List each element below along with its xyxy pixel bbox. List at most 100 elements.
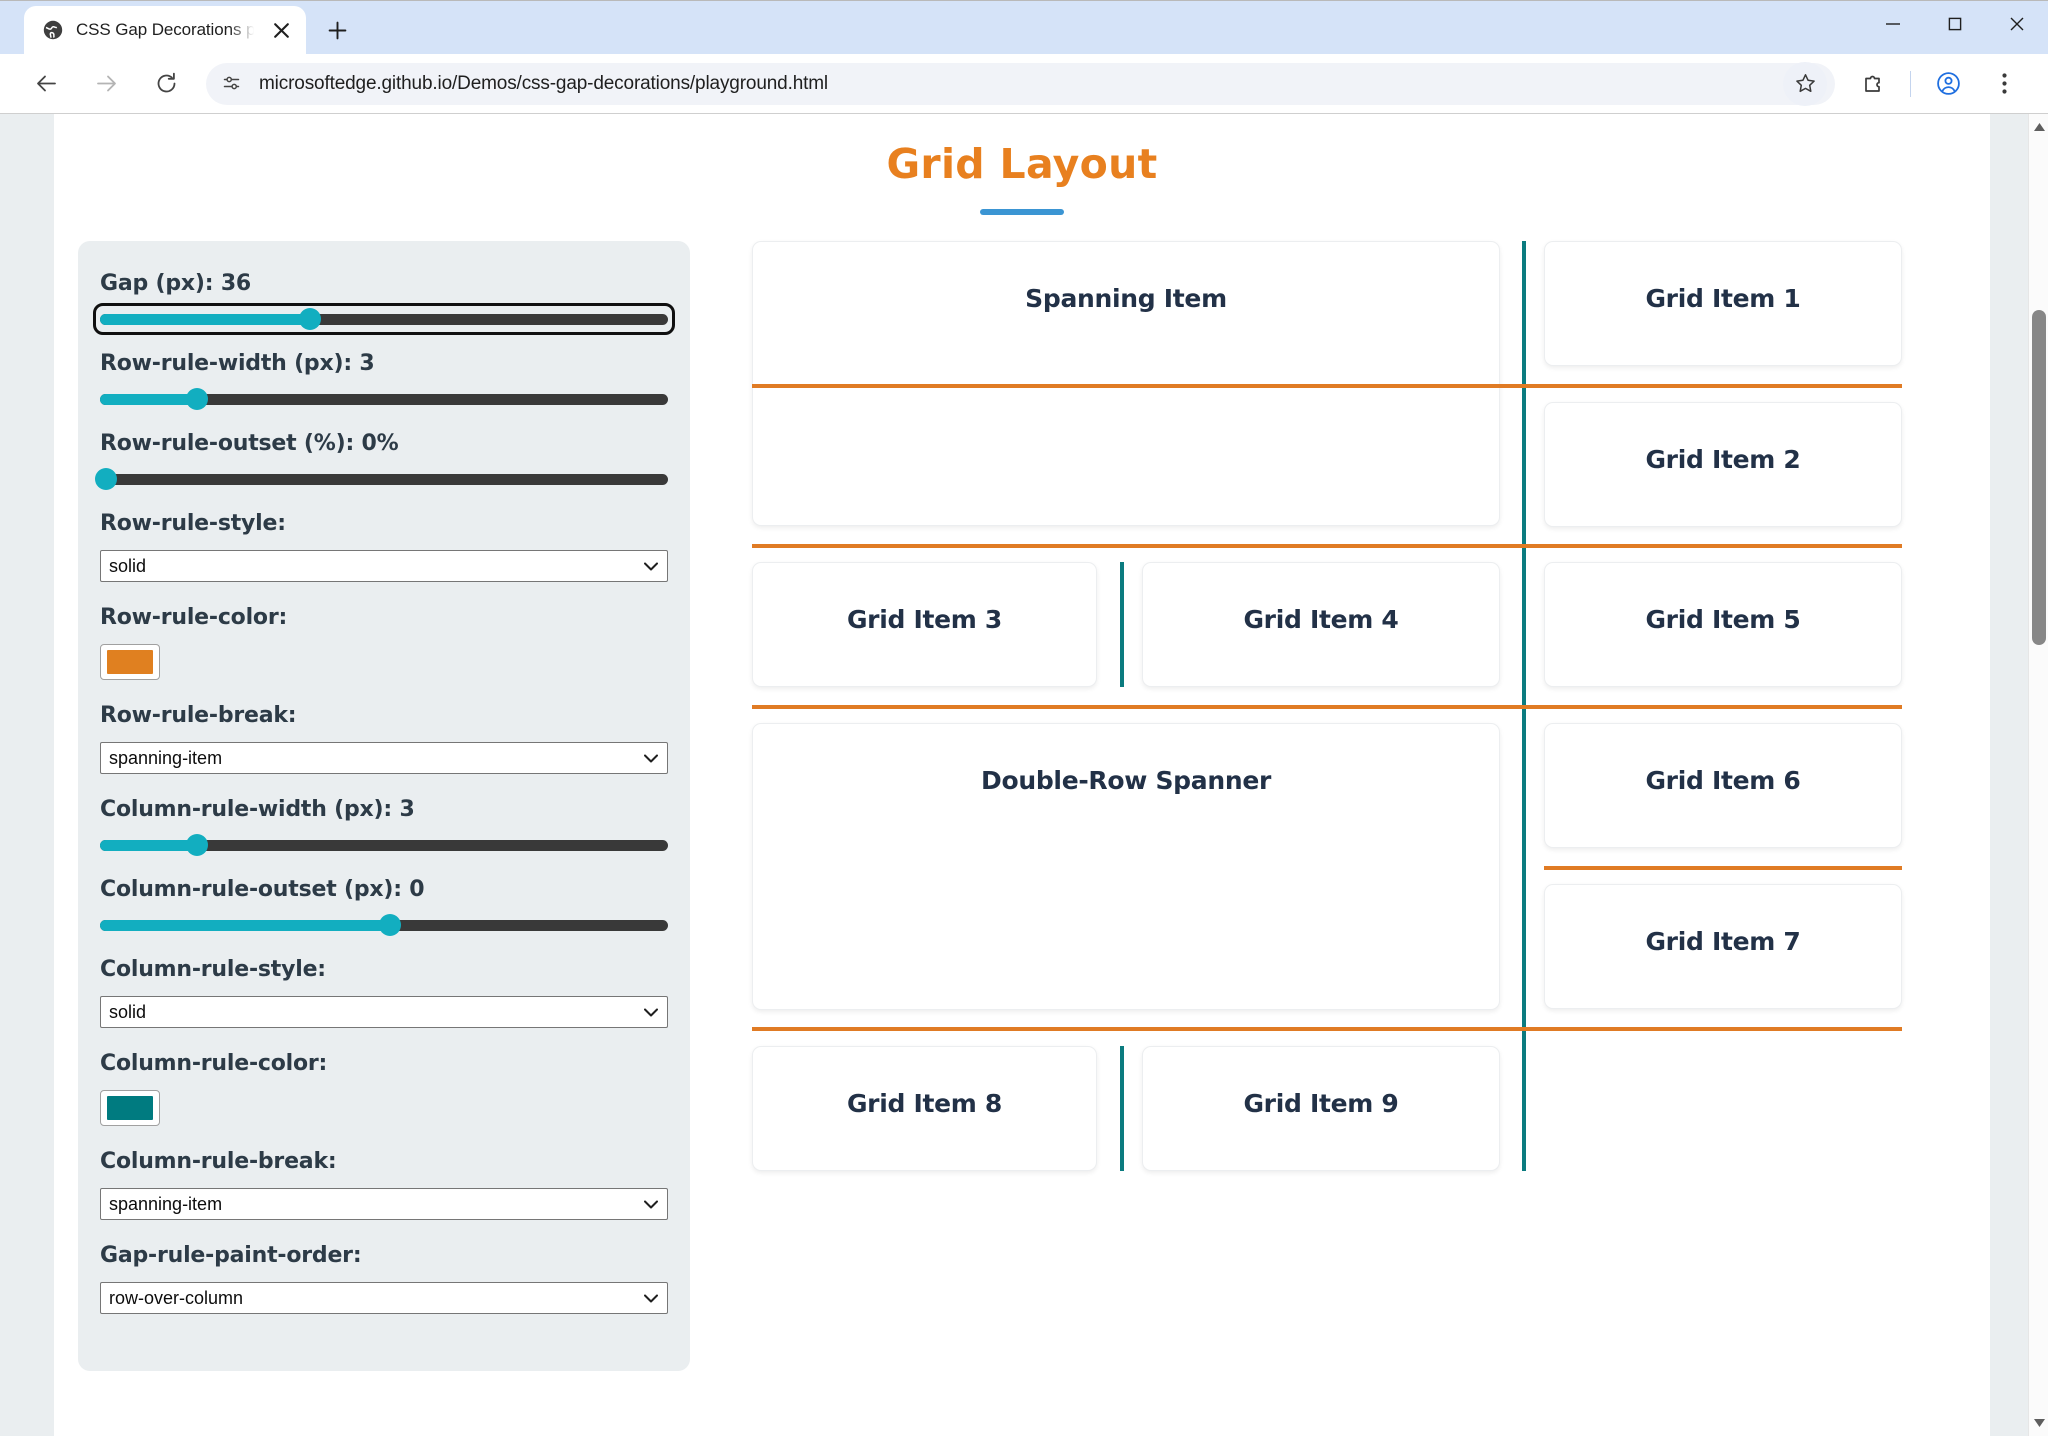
column-rule-style-select-value: solid: [109, 1001, 147, 1022]
star-icon[interactable]: [1783, 61, 1827, 106]
forward-arrow-icon[interactable]: [83, 61, 129, 107]
row-rule: [752, 384, 1902, 388]
browser-tab[interactable]: CSS Gap Decorations playgroun: [24, 6, 306, 54]
row-rule-color-swatch[interactable]: [100, 644, 160, 680]
grid-item-label: Grid Item 1: [1645, 284, 1801, 313]
profile-avatar-icon[interactable]: [1925, 61, 1971, 107]
grid-item-label: Double-Row Spanner: [981, 766, 1271, 795]
gap-rule-paint-order-select-group: Gap-rule-paint-order: row-over-column: [100, 1243, 668, 1314]
row-rule-width-slider-group: Row-rule-width (px): 3: [100, 351, 668, 410]
slider-track: [100, 473, 668, 485]
window-top-border: [0, 0, 2048, 1]
row-rule-break-select-label: Row-rule-break:: [100, 703, 297, 728]
column-rule-width-slider-group: Column-rule-width (px): 3: [100, 797, 668, 856]
column-rule-outset-slider-group: Column-rule-outset (px): 0: [100, 877, 668, 936]
column-rule-outset-slider[interactable]: [100, 914, 668, 936]
browser-toolbar: microsoftedge.github.io/Demos/css-gap-de…: [0, 54, 2048, 113]
column-rule-width-slider[interactable]: [100, 834, 668, 856]
slider-thumb[interactable]: [299, 308, 322, 330]
slider-track: [100, 313, 668, 325]
slider-fill: [100, 393, 197, 405]
web-page: Grid Layout Gap (px): 36 Row-rule-width (…: [54, 114, 1990, 1436]
slider-thumb[interactable]: [378, 914, 401, 936]
window-controls: [1862, 1, 2048, 47]
grid-item-label: Spanning Item: [1025, 284, 1227, 313]
column-rule-color-swatch-group: Column-rule-color:: [100, 1051, 668, 1126]
row-rule-outset-slider-label: Row-rule-outset (%): 0%: [100, 431, 399, 456]
grid-demo-area: Spanning Item Grid Item 1 Grid Item 2 Grid …: [752, 241, 1960, 1371]
page-left-margin: [0, 114, 54, 1436]
row-rule: [752, 705, 1902, 709]
extensions-puzzle-icon[interactable]: [1850, 61, 1896, 107]
window-close-button[interactable]: [1986, 1, 2048, 47]
maximize-button[interactable]: [1924, 1, 1986, 47]
row-rule-outset-slider[interactable]: [94, 468, 668, 490]
row-rule-break-select[interactable]: spanning-item: [100, 742, 668, 774]
page-right-margin: [1990, 114, 2028, 1436]
grid-item: Grid Item 6: [1544, 723, 1902, 848]
row-rule-outset-slider-group: Row-rule-outset (%): 0%: [94, 431, 668, 490]
grid-item-label: Grid Item 6: [1645, 766, 1801, 795]
chevron-down-icon: [644, 1002, 658, 1023]
color-chip: [107, 1096, 153, 1120]
column-rule-width-slider-label: Column-rule-width (px): 3: [100, 797, 415, 822]
vertical-scrollbar[interactable]: [2028, 114, 2048, 1436]
row-rule-style-select-value: solid: [109, 555, 147, 576]
tab-close-icon[interactable]: [266, 15, 296, 45]
new-tab-button[interactable]: [316, 9, 358, 51]
grid-item-label: Grid Item 4: [1243, 605, 1399, 634]
page-title: Grid Layout: [886, 140, 1158, 188]
column-rule-style-select[interactable]: solid: [100, 996, 668, 1028]
gap-decorations-playground: Grid Layout Gap (px): 36 Row-rule-width (…: [54, 114, 1990, 1436]
column-rule-style-select-label: Column-rule-style:: [100, 957, 326, 982]
scroll-up-arrow-icon[interactable]: [2029, 116, 2048, 138]
scroll-down-arrow-icon[interactable]: [2029, 1412, 2048, 1434]
column-rule-color-swatch[interactable]: [100, 1090, 160, 1126]
row-rule-style-select-label: Row-rule-style:: [100, 511, 286, 536]
slider-thumb[interactable]: [94, 468, 117, 490]
gap-slider-group: Gap (px): 36: [93, 271, 675, 335]
chevron-down-icon: [644, 1288, 658, 1309]
minimize-button[interactable]: [1862, 1, 1924, 47]
row-rule-break-select-group: Row-rule-break: spanning-item: [100, 703, 668, 774]
column-rule-color-swatch-label: Column-rule-color:: [100, 1051, 328, 1076]
tab-title: CSS Gap Decorations playgroun: [76, 20, 254, 39]
grid-item-label: Grid Item 7: [1645, 927, 1801, 956]
chevron-down-icon: [644, 748, 658, 769]
gap-slider[interactable]: [93, 303, 675, 335]
page-viewport: Grid Layout Gap (px): 36 Row-rule-width (…: [0, 113, 2048, 1436]
grid-item-label: Grid Item 9: [1243, 1089, 1399, 1118]
back-arrow-icon[interactable]: [23, 61, 69, 107]
url-text: microsoftedge.github.io/Demos/css-gap-de…: [259, 72, 828, 94]
column-rule-break-select[interactable]: spanning-item: [100, 1188, 668, 1220]
row-rule: [752, 1027, 1902, 1031]
row-rule: [1544, 866, 1902, 870]
address-bar[interactable]: microsoftedge.github.io/Demos/css-gap-de…: [206, 61, 1835, 106]
grid-item-label: Grid Item 3: [846, 605, 1003, 634]
grid-item: Spanning Item: [752, 241, 1500, 526]
scrollbar-thumb[interactable]: [2032, 310, 2046, 645]
grid-item: Double-Row Spanner: [752, 723, 1500, 1010]
grid-item-label: Grid Item 2: [1645, 445, 1801, 474]
controls-panel: Gap (px): 36 Row-rule-width (px): 3 Row-ru…: [78, 241, 690, 1371]
grid-item: Grid Item 9: [1142, 1046, 1500, 1171]
column-rule-break-select-label: Column-rule-break:: [100, 1149, 337, 1174]
grid-item: Grid Item 1: [1544, 241, 1902, 366]
slider-thumb[interactable]: [185, 388, 208, 410]
row-rule-width-slider[interactable]: [100, 388, 668, 410]
slider-fill: [100, 919, 390, 931]
site-settings-icon[interactable]: [214, 67, 248, 101]
row-rule-style-select[interactable]: solid: [100, 550, 668, 582]
row-rule-break-select-value: spanning-item: [109, 747, 223, 768]
grid-item: Grid Item 8: [752, 1046, 1097, 1171]
grid-item: Grid Item 2: [1544, 402, 1902, 527]
reload-icon[interactable]: [143, 61, 189, 107]
chevron-down-icon: [644, 1194, 658, 1215]
three-dots-menu-icon[interactable]: [1981, 61, 2027, 107]
grid-item: Grid Item 7: [1544, 884, 1902, 1009]
playground-layout: Gap (px): 36 Row-rule-width (px): 3 Row-ru…: [54, 241, 1990, 1371]
slider-thumb[interactable]: [185, 834, 208, 856]
gap-rule-paint-order-select[interactable]: row-over-column: [100, 1282, 668, 1314]
gap-rule-paint-order-select-label: Gap-rule-paint-order:: [100, 1243, 362, 1268]
